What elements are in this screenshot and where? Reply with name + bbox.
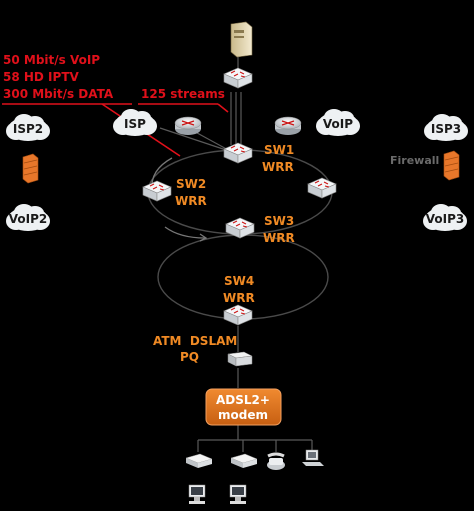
switch-sw4-icon <box>223 304 253 326</box>
switch-top-icon <box>223 67 253 89</box>
dslam-icon <box>227 351 253 367</box>
cloud-voip-label: VoIP <box>323 117 353 131</box>
cloud-isp2-label: ISP2 <box>13 122 43 136</box>
links <box>159 55 313 452</box>
router-left-icon <box>174 116 202 135</box>
dslam-name-label: ATM DSLAM <box>153 334 237 348</box>
cloud-voip2-shape <box>6 204 50 231</box>
stb-icon <box>185 453 213 468</box>
sw2-mode-label: WRR <box>175 194 207 208</box>
annotation-streams: 125 streams <box>141 87 225 101</box>
modem-name-label: ADSL2+ <box>216 393 270 407</box>
switch-right-icon <box>307 177 337 199</box>
sw2-name-label: SW2 <box>176 177 206 191</box>
sw1-mode-label: WRR <box>262 160 294 174</box>
cloud-isp-shape <box>113 109 157 136</box>
sw4-name-label: SW4 <box>224 274 254 288</box>
switch-sw2-icon <box>142 180 172 202</box>
modem-box <box>205 388 282 426</box>
cloud-voip3-shape <box>423 204 467 231</box>
cloud-isp3-label: ISP3 <box>431 122 461 136</box>
switch-sw1-icon <box>223 142 253 164</box>
server-icon <box>230 21 253 58</box>
sw4-mode-label: WRR <box>223 291 255 305</box>
pc-icon <box>188 484 206 504</box>
cloud-voip2-label: VoIP2 <box>9 212 47 226</box>
phone-icon <box>267 452 285 470</box>
cloud-isp2-shape <box>6 114 50 141</box>
cloud-voip3-label: VoIP3 <box>426 212 464 226</box>
sw1-name-label: SW1 <box>264 143 294 157</box>
switch-sw3-icon <box>225 217 255 239</box>
router-right-icon <box>274 116 302 135</box>
annotation-iptv-rate: 58 HD IPTV <box>3 70 80 84</box>
annotation-data-rate: 300 Mbit/s DATA <box>3 87 114 101</box>
modem-type-label: modem <box>218 408 268 422</box>
firewall-right-icon <box>443 150 460 181</box>
dslam-mode-label: PQ <box>180 350 199 364</box>
annotation-voip-rate: 50 Mbit/s VoIP <box>3 53 100 67</box>
cloud-voip-shape <box>316 109 360 136</box>
pc-2-icon <box>229 484 247 504</box>
workstation-icon <box>302 449 324 466</box>
firewall-left-icon <box>22 153 39 184</box>
cloud-isp3-shape <box>424 114 468 141</box>
sw3-name-label: SW3 <box>264 214 294 228</box>
annotation-lines <box>2 103 229 157</box>
stb-2-icon <box>230 453 258 468</box>
firewall-label: Firewall <box>390 154 439 167</box>
sw3-mode-label: WRR <box>263 231 295 245</box>
cloud-isp-label: ISP <box>124 117 146 131</box>
